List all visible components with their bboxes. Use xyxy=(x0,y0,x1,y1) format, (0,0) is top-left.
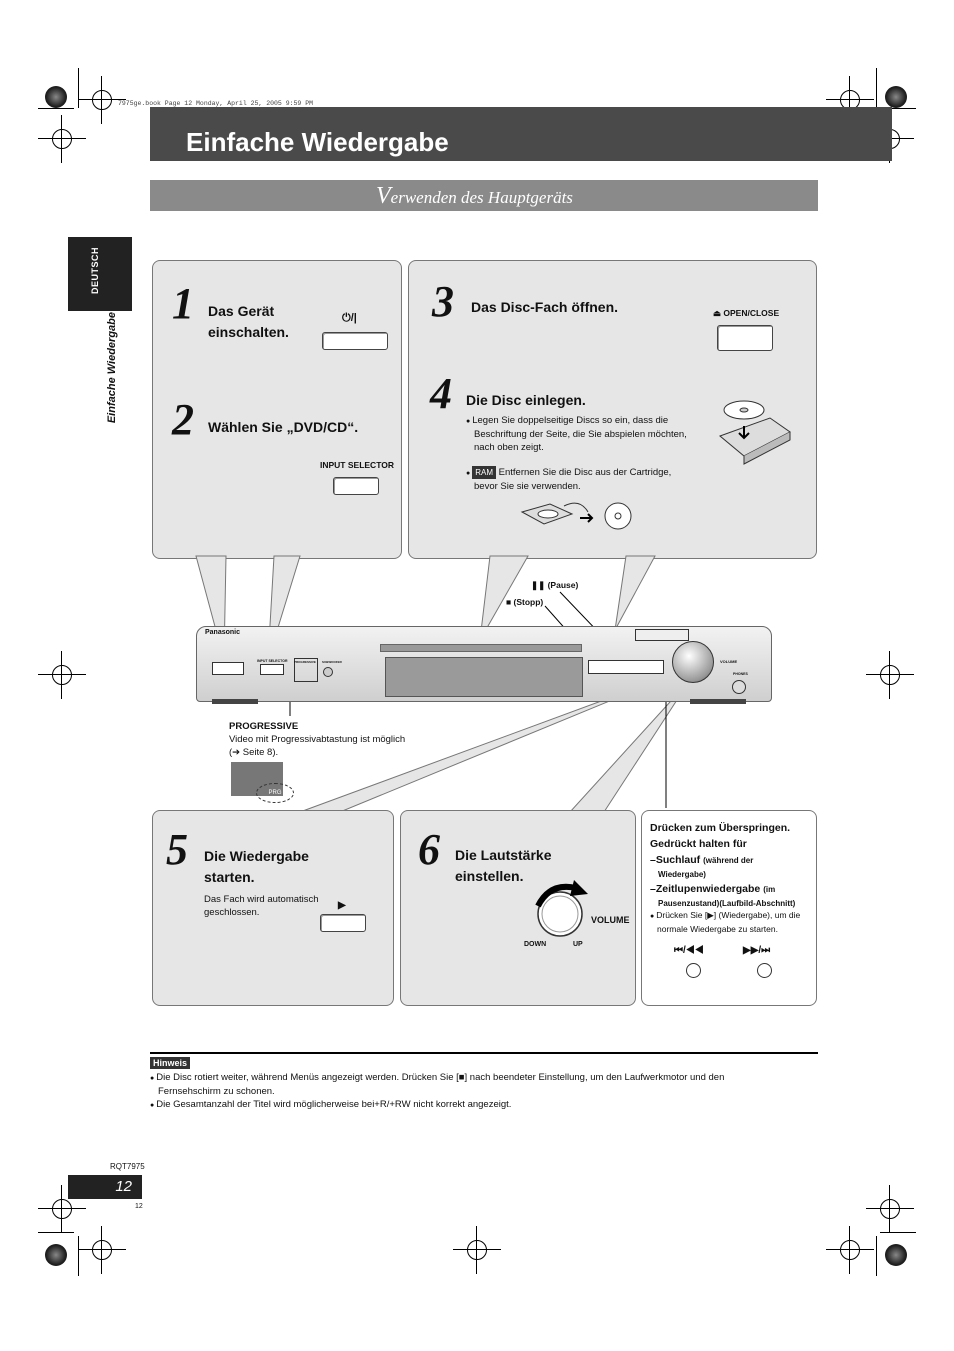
prev-skip-label: ⏮/◀◀ xyxy=(674,945,704,956)
crosshair-mark xyxy=(866,1185,914,1233)
play-symbol: ▶ xyxy=(338,900,346,911)
step4-note2: RAM Entfernen Sie die Disc aus der Cartr… xyxy=(466,466,671,493)
play-button[interactable] xyxy=(320,914,366,932)
step6-volume-label: VOLUME xyxy=(591,915,630,925)
ram-badge: RAM xyxy=(472,466,497,479)
step2-title: Wählen Sie „DVD/CD“. xyxy=(208,419,359,435)
brand-logo: Panasonic xyxy=(205,629,241,636)
input-selector-button[interactable] xyxy=(333,477,379,495)
volume-dial-illustration xyxy=(535,880,588,937)
step6-down-label: DOWN xyxy=(524,941,547,948)
step1-number: 1 xyxy=(172,279,194,328)
crop-line xyxy=(78,1236,79,1276)
crop-line xyxy=(880,108,916,109)
registration-disk-top-left xyxy=(45,86,67,108)
step3-number: 3 xyxy=(432,277,454,326)
progressive-button-device[interactable] xyxy=(294,658,318,682)
crosshair-mark xyxy=(78,1226,126,1274)
panel-step-6 xyxy=(400,810,636,1006)
page-number-box: 12 xyxy=(68,1175,142,1199)
surround-buttons-device[interactable] xyxy=(635,629,689,641)
crosshair-mark xyxy=(866,651,914,699)
device-input-selector-label: INPUT SELECTOR xyxy=(257,659,288,663)
step4-title: Die Disc einlegen. xyxy=(466,392,586,408)
registration-disk-bottom-left xyxy=(45,1244,67,1266)
device-volume-label: VOLUME xyxy=(720,659,738,664)
prev-skip-button[interactable] xyxy=(686,963,701,978)
title-bar: Einfache Wiedergabe xyxy=(150,107,892,161)
crosshair-mark xyxy=(78,76,126,124)
page-title: Einfache Wiedergabe xyxy=(186,127,449,157)
crop-line xyxy=(876,1236,877,1276)
panel-skip xyxy=(641,810,817,1006)
page-number: 12 xyxy=(115,1178,132,1195)
device-subwoofer-label: SUBWOOFER xyxy=(322,660,342,664)
step5-number: 5 xyxy=(166,825,188,874)
panel-steps-1-2 xyxy=(152,260,402,559)
progressive-note: PROGRESSIVE Video mit Progressivabtastun… xyxy=(229,721,406,758)
crop-line xyxy=(38,1232,74,1233)
skip-bullet-note: Drücken Sie [▶] (Wiedergabe), um die nor… xyxy=(650,909,800,936)
power-button[interactable] xyxy=(322,332,388,350)
step3-title: Das Disc-Fach öffnen. xyxy=(471,299,619,315)
step4-note1: Legen Sie doppelseitige Discs so ein, da… xyxy=(466,414,687,454)
crosshair-mark xyxy=(38,1185,86,1233)
crop-line xyxy=(880,1232,916,1233)
crosshair-mark xyxy=(38,651,86,699)
crop-line xyxy=(38,108,74,109)
registration-disk-top-right xyxy=(885,86,907,108)
section-bar: Verwenden des Hauptgeräts xyxy=(150,180,818,211)
skip-instructions: Drücken zum Überspringen. Gedrückt halte… xyxy=(650,822,796,908)
next-skip-label: ▶▶/⏭ xyxy=(743,945,771,956)
crop-line xyxy=(78,68,79,108)
note-divider xyxy=(150,1052,818,1054)
crosshair-mark xyxy=(38,115,86,163)
doc-code: RQT7975 xyxy=(110,1162,145,1171)
input-selector-button-device[interactable] xyxy=(260,664,284,675)
pause-label: ❚❚ (Pause) xyxy=(531,580,579,590)
device-foot xyxy=(690,699,746,704)
section-title: Verwenden des Hauptgeräts xyxy=(376,183,573,209)
page-number-small: 12 xyxy=(135,1203,143,1210)
step2-number: 2 xyxy=(172,395,194,444)
panel-step-5 xyxy=(152,810,394,1006)
subwoofer-button-device[interactable] xyxy=(323,667,333,677)
power-label: ⏻/| xyxy=(342,312,357,324)
crosshair-mark xyxy=(453,1226,501,1274)
language-tab: DEUTSCH xyxy=(68,237,132,311)
stop-label: ■ (Stopp) xyxy=(506,597,544,607)
power-button-device[interactable] xyxy=(212,662,244,675)
crop-line xyxy=(876,68,877,108)
device-progressive-label: PROGRESSIVE xyxy=(294,660,316,664)
phones-jack-device[interactable] xyxy=(732,680,746,694)
transport-buttons-device[interactable] xyxy=(588,660,664,674)
crosshair-mark xyxy=(826,1226,874,1274)
volume-knob-device[interactable] xyxy=(672,641,714,683)
step4-number: 4 xyxy=(430,369,452,418)
open-close-label: ⏏ OPEN/CLOSE xyxy=(713,308,780,318)
open-close-button[interactable] xyxy=(717,325,773,351)
next-skip-button[interactable] xyxy=(757,963,772,978)
prg-indicator: PRG xyxy=(256,783,294,803)
registration-disk-bottom-right xyxy=(885,1244,907,1266)
cartridge-illustration xyxy=(520,502,632,530)
file-header: 7975ge.book Page 12 Monday, April 25, 20… xyxy=(118,100,314,107)
step6-number: 6 xyxy=(418,825,440,874)
disc-tray-slot xyxy=(380,644,582,652)
step6-up-label: UP xyxy=(573,941,583,948)
display-window xyxy=(385,657,583,697)
disc-tray-illustration xyxy=(719,400,791,465)
note-text: Die Disc rotiert weiter, während Menüs a… xyxy=(150,1071,818,1112)
device-foot xyxy=(212,699,258,704)
note-label: Hinweis xyxy=(150,1057,191,1069)
input-selector-label: INPUT SELECTOR xyxy=(320,460,394,470)
device-phones-label: PHONES xyxy=(733,672,748,676)
